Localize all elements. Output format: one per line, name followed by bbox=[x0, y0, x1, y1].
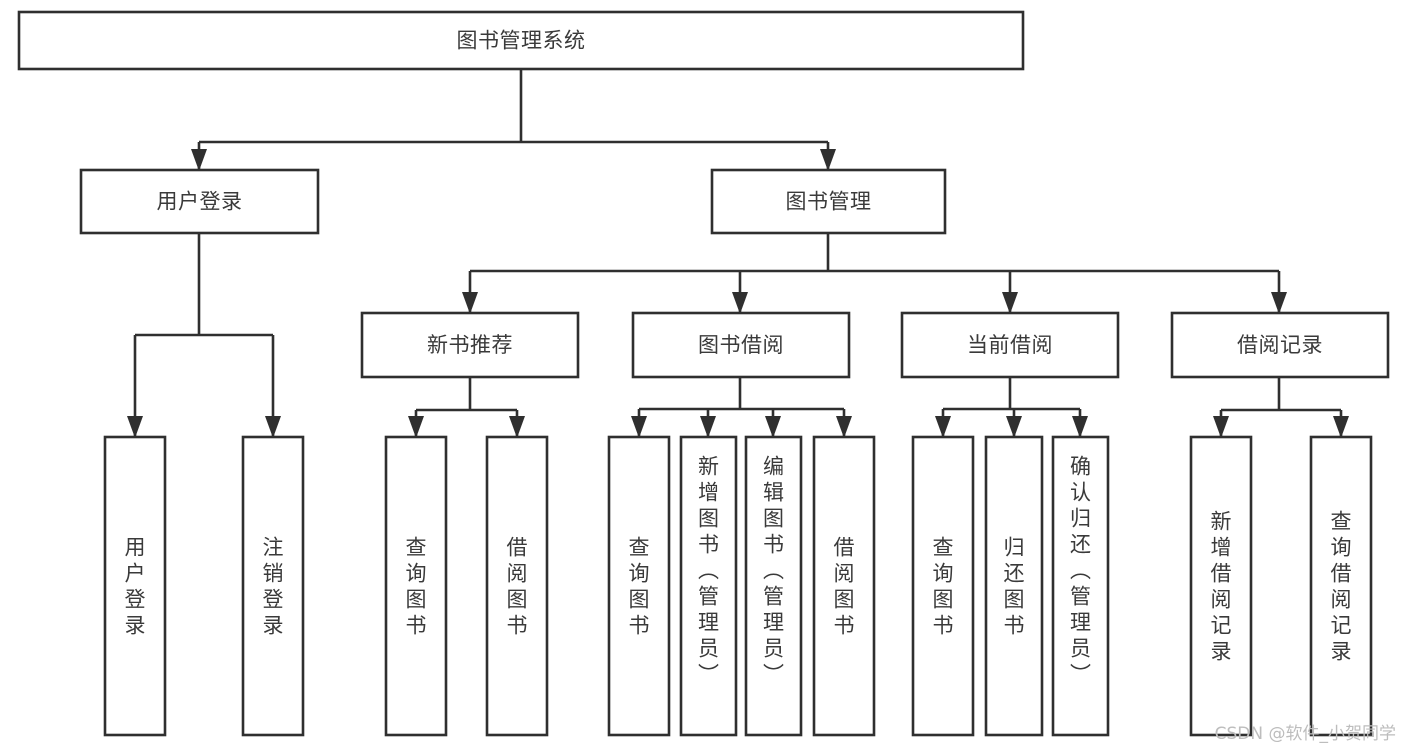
node-l2_1[interactable]: 图书借阅 bbox=[631, 311, 851, 379]
arrow-head-icon bbox=[765, 416, 781, 438]
node-leaf_7[interactable]: 借阅图书 bbox=[812, 435, 876, 737]
node-label: 图书借阅 bbox=[698, 333, 784, 357]
arrow-head-icon bbox=[265, 416, 281, 438]
connector-layer bbox=[127, 69, 1349, 438]
node-box[interactable] bbox=[79, 168, 320, 235]
node-label: 新增借阅记录 bbox=[1211, 509, 1232, 663]
node-label: 确认归还︵管理员︶ bbox=[1070, 454, 1091, 686]
node-leaf_11[interactable]: 新增借阅记录 bbox=[1189, 435, 1253, 737]
node-box[interactable] bbox=[103, 435, 167, 737]
node-box[interactable] bbox=[812, 435, 876, 737]
node-label: 查询借阅记录 bbox=[1331, 509, 1352, 663]
node-box[interactable] bbox=[607, 435, 671, 737]
arrow-head-icon bbox=[1333, 416, 1349, 438]
book-mgmt-branch bbox=[462, 233, 1287, 314]
node-leaf_2[interactable]: 查询图书 bbox=[384, 435, 448, 737]
node-box[interactable] bbox=[241, 435, 305, 737]
node-label: 新增图书︵管理员︶ bbox=[698, 454, 719, 686]
node-box[interactable] bbox=[485, 435, 549, 737]
node-box[interactable] bbox=[679, 435, 738, 737]
node-label: 查询图书 bbox=[933, 535, 954, 637]
arrow-head-icon bbox=[1271, 292, 1287, 314]
node-label: 用户登录 bbox=[157, 190, 243, 214]
borrow-record-branch bbox=[1213, 377, 1349, 438]
current-borrow-branch bbox=[935, 377, 1088, 438]
node-l2_3[interactable]: 借阅记录 bbox=[1170, 311, 1390, 379]
node-l2_0[interactable]: 新书推荐 bbox=[360, 311, 580, 379]
node-label: 编辑图书︵管理员︶ bbox=[763, 454, 784, 686]
node-leaf_12[interactable]: 查询借阅记录 bbox=[1309, 435, 1373, 737]
new-book-branch bbox=[408, 377, 525, 438]
node-label: 借阅图书 bbox=[507, 535, 528, 637]
arrow-head-icon bbox=[631, 416, 647, 438]
node-box[interactable] bbox=[984, 435, 1044, 737]
node-label: 新书推荐 bbox=[427, 333, 513, 357]
arrow-head-icon bbox=[1006, 416, 1022, 438]
node-label: 归还图书 bbox=[1004, 535, 1025, 637]
node-box[interactable] bbox=[1051, 435, 1110, 737]
node-box[interactable] bbox=[710, 168, 947, 235]
node-l1_0[interactable]: 用户登录 bbox=[79, 168, 320, 235]
arrow-head-icon bbox=[462, 292, 478, 314]
node-box[interactable] bbox=[17, 10, 1025, 71]
arrow-head-icon bbox=[700, 416, 716, 438]
csdn-watermark: CSDN @软件_小贺同学 bbox=[1214, 724, 1396, 744]
node-l2_2[interactable]: 当前借阅 bbox=[900, 311, 1120, 379]
node-box[interactable] bbox=[360, 311, 580, 379]
user-login-branch bbox=[127, 233, 281, 438]
node-leaf_4[interactable]: 查询图书 bbox=[607, 435, 671, 737]
node-layer: 图书管理系统用户登录图书管理新书推荐图书借阅当前借阅借阅记录用户登录注销登录查询… bbox=[17, 10, 1390, 737]
node-leaf_1[interactable]: 注销登录 bbox=[241, 435, 305, 737]
node-box[interactable] bbox=[631, 311, 851, 379]
node-box[interactable] bbox=[900, 311, 1120, 379]
node-box[interactable] bbox=[911, 435, 975, 737]
arrow-head-icon bbox=[1072, 416, 1088, 438]
arrow-head-icon bbox=[408, 416, 424, 438]
arrow-head-icon bbox=[1213, 416, 1229, 438]
node-leaf_3[interactable]: 借阅图书 bbox=[485, 435, 549, 737]
node-leaf_8[interactable]: 查询图书 bbox=[911, 435, 975, 737]
node-root[interactable]: 图书管理系统 bbox=[17, 10, 1025, 71]
arrow-head-icon bbox=[732, 292, 748, 314]
node-label: 查询图书 bbox=[629, 535, 650, 637]
node-label: 查询图书 bbox=[406, 535, 427, 637]
arrow-head-icon bbox=[820, 149, 836, 171]
node-label: 注销登录 bbox=[263, 535, 284, 637]
node-l1_1[interactable]: 图书管理 bbox=[710, 168, 947, 235]
node-label: 借阅记录 bbox=[1237, 333, 1323, 357]
arrow-head-icon bbox=[509, 416, 525, 438]
book-borrow-branch bbox=[631, 377, 852, 438]
arrow-head-icon bbox=[935, 416, 951, 438]
node-box[interactable] bbox=[384, 435, 448, 737]
node-label: 图书管理系统 bbox=[457, 29, 586, 53]
arrow-head-icon bbox=[836, 416, 852, 438]
arrow-head-icon bbox=[127, 416, 143, 438]
node-leaf_0[interactable]: 用户登录 bbox=[103, 435, 167, 737]
node-box[interactable] bbox=[1170, 311, 1390, 379]
node-box[interactable] bbox=[1189, 435, 1253, 737]
node-label: 当前借阅 bbox=[967, 333, 1053, 357]
node-box[interactable] bbox=[1309, 435, 1373, 737]
node-label: 借阅图书 bbox=[834, 535, 855, 637]
arrow-head-icon bbox=[191, 149, 207, 171]
arrow-head-icon bbox=[1002, 292, 1018, 314]
node-leaf_5[interactable]: 新增图书︵管理员︶ bbox=[679, 435, 738, 737]
node-label: 用户登录 bbox=[125, 535, 146, 637]
node-leaf_6[interactable]: 编辑图书︵管理员︶ bbox=[744, 435, 803, 737]
node-box[interactable] bbox=[744, 435, 803, 737]
node-label: 图书管理 bbox=[786, 190, 872, 214]
node-leaf_9[interactable]: 归还图书 bbox=[984, 435, 1044, 737]
node-leaf_10[interactable]: 确认归还︵管理员︶ bbox=[1051, 435, 1110, 737]
root-branch bbox=[191, 69, 836, 171]
